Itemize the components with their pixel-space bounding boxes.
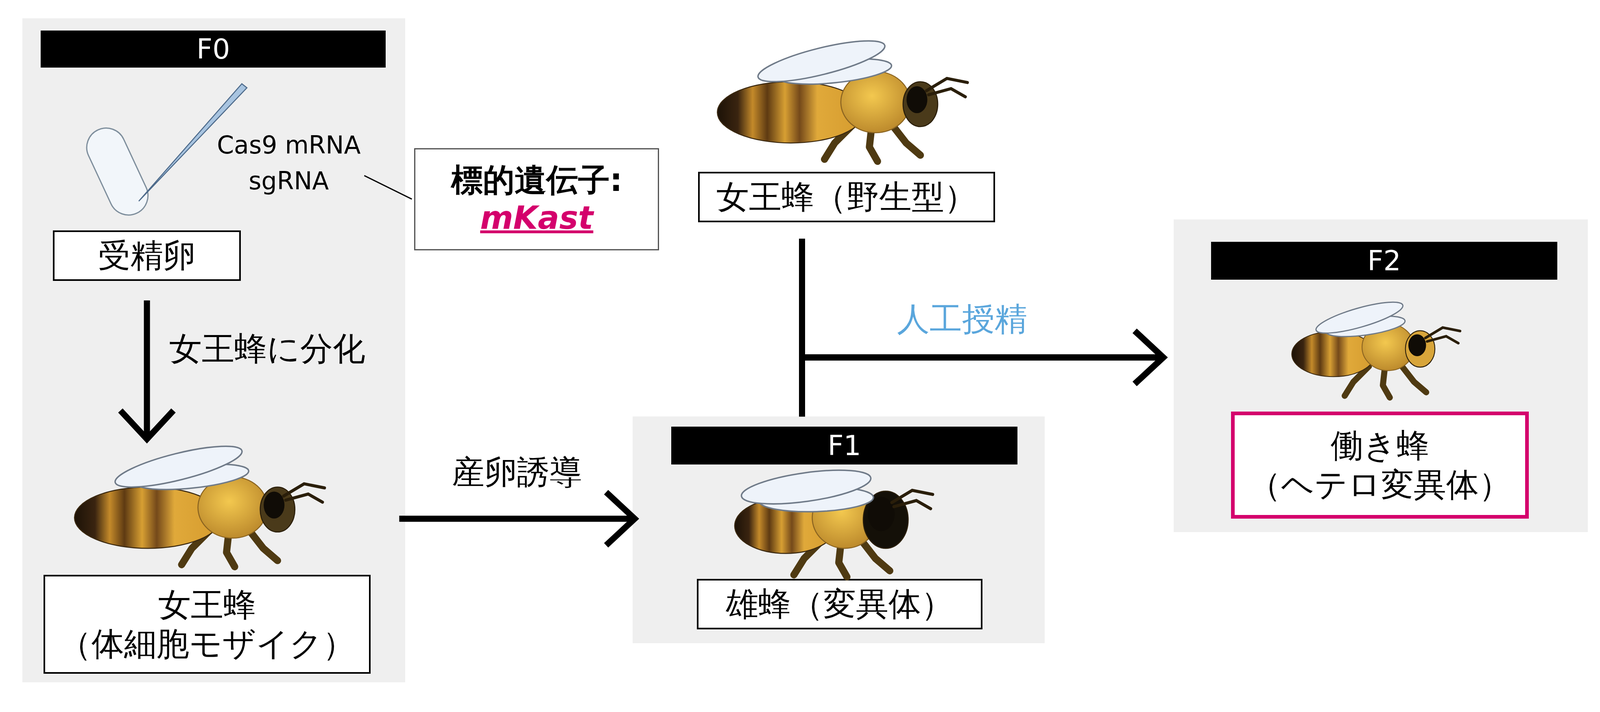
bee-eye <box>906 86 928 114</box>
text-holder: 標的遺伝子:mKast <box>451 161 623 238</box>
bee-wing <box>755 32 889 90</box>
text-holder: 働き蜂 （ヘテロ変異体） <box>1248 425 1512 505</box>
edge-label: 女王蜂に分化 <box>169 327 366 372</box>
box-label: 働き蜂 （ヘテロ変異体） <box>1248 425 1512 505</box>
heading-bar: F1 <box>671 426 1018 465</box>
gene-heading: 標的遺伝子: <box>451 161 623 200</box>
text-holder: 受精卵 <box>98 235 196 276</box>
bee-eye <box>263 491 285 518</box>
heading-bar: F0 <box>40 30 386 68</box>
bee-leg <box>869 128 878 162</box>
generation-heading: F2 <box>1367 244 1401 278</box>
box-label: 受精卵 <box>98 235 196 276</box>
label-box: 女王蜂 （体細胞モザイク） <box>43 574 371 674</box>
bee-illustration <box>717 32 968 162</box>
box-label: 女王蜂（野生型） <box>716 177 977 217</box>
gene-box: 標的遺伝子:mKast <box>414 148 660 251</box>
arrow-head <box>1134 330 1164 384</box>
bee-eye <box>1408 333 1426 356</box>
text-holder: 雄蜂（変異体） <box>725 584 954 624</box>
generation-heading: F0 <box>196 32 230 66</box>
connector-line <box>144 300 151 439</box>
result-box: 働き蜂 （ヘテロ変異体） <box>1231 411 1529 519</box>
connector-line <box>399 515 635 522</box>
label-box: 受精卵 <box>52 230 241 281</box>
reagent-label: sgRNA <box>248 166 329 195</box>
generation-heading: F1 <box>827 428 861 463</box>
bee-abdomen <box>74 486 222 548</box>
connector-arrow <box>399 491 635 545</box>
label-box: 雄蜂（変異体） <box>696 578 983 629</box>
edge-label: 産卵誘導 <box>451 450 583 495</box>
edge-label: 人工授精 <box>897 297 1028 342</box>
bee-abdomen <box>717 81 865 143</box>
arrow-head <box>606 491 635 545</box>
text-holder: 女王蜂 （体細胞モザイク） <box>58 584 356 664</box>
bee-antenna <box>928 88 966 97</box>
generation-panel: F2 働き蜂 （ヘテロ変異体） <box>1173 219 1588 532</box>
gene-name: mKast <box>451 198 623 238</box>
text-holder: 女王蜂（野生型） <box>716 177 977 217</box>
heading-bar: F2 <box>1211 241 1557 280</box>
connector-line <box>801 357 1164 417</box>
bee-leg <box>891 124 921 155</box>
connector-arrow <box>801 238 1164 384</box>
reagent-label: Cas9 mRNA <box>216 130 361 160</box>
label-box: 女王蜂（野生型） <box>698 171 996 223</box>
connector-line <box>801 238 1164 358</box>
box-label: 女王蜂 （体細胞モザイク） <box>58 584 356 664</box>
bee-abdomen <box>1291 331 1376 377</box>
connector-arrow <box>801 330 1164 417</box>
box-label: 雄蜂（変異体） <box>725 584 954 624</box>
